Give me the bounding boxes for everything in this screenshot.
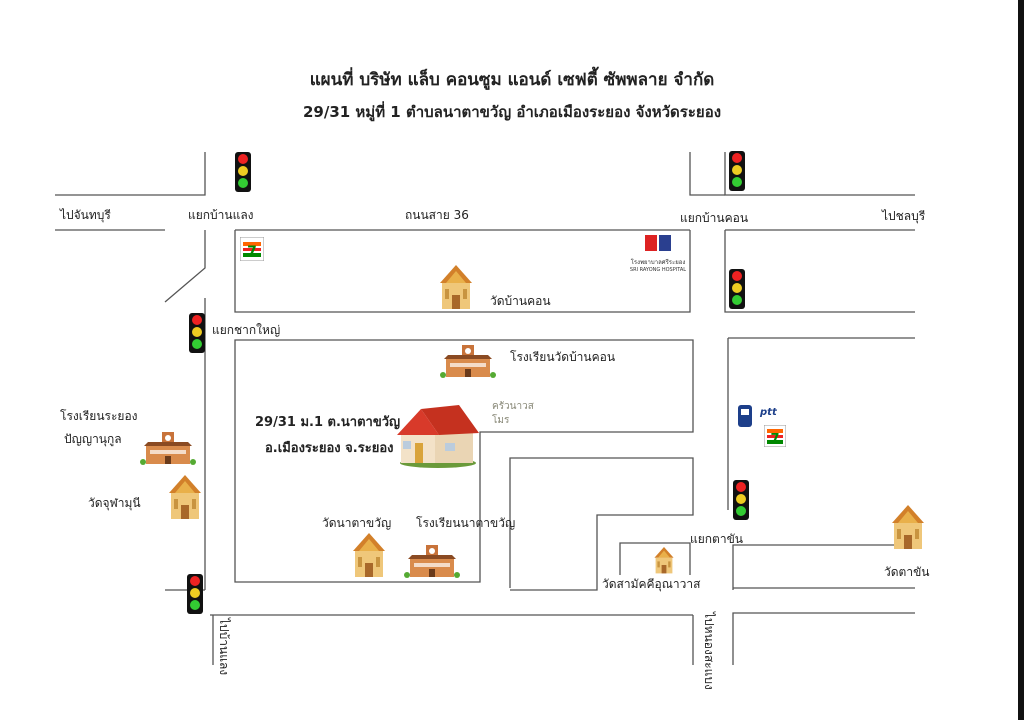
traffic-light-icon: [187, 574, 203, 614]
traffic-light-icon: [189, 313, 205, 353]
label-school-panyanukul: ปัญญานุกูล: [64, 432, 122, 446]
label-to-chonburi: ไปชลบุรี: [882, 209, 926, 223]
hospital-name-en: SRI RAYONG HOSPITAL: [629, 267, 687, 273]
school-icon-na-ta-khwan: [404, 545, 460, 583]
school-icon-rayong-panyanukul: [140, 432, 196, 470]
school-icon-wat-ban-khon: [440, 345, 496, 383]
temple-icon-wat-na-ta-khwan: [349, 533, 389, 583]
map-subtitle: 29/31 หมู่ที่ 1 ตำบลนาตาขวัญ อำเภอเมืองร…: [302, 103, 722, 121]
temple-icon-wat-ban-khon: [436, 265, 476, 315]
temple-icon-wat-chu-muni: [165, 475, 205, 525]
map-title: แผนที่ บริษัท แล็บ คอนซูม แอนด์ เซฟตี้ ซ…: [309, 70, 715, 90]
label-school-wat-ban-khon: โรงเรียนวัดบ้านคอน: [510, 350, 616, 364]
traffic-light-icon: [729, 151, 745, 191]
seven-eleven-logo-icon: 7: [240, 237, 264, 261]
hospital-name-th: โรงพยาบาลศรีระยอง: [630, 259, 686, 266]
traffic-light-icon: [729, 269, 745, 309]
label-chak-yai-junction: แยกชากใหญ่: [212, 323, 281, 337]
company-address-line2: อ.เมืองระยอง จ.ระยอง: [265, 441, 394, 456]
ptt-logo-text: ptt: [760, 407, 777, 418]
ptt-station: ptt: [736, 403, 777, 433]
page-border: [1018, 0, 1024, 720]
label-ban-laeng-junction: แยกบ้านแลง: [188, 208, 254, 222]
label-to-chanthaburi: ไปจันทบุรี: [60, 208, 111, 222]
label-school-na-ta-khwan: โรงเรียนนาตาขวัญ: [416, 516, 516, 530]
hospital-logo-icon: [645, 235, 671, 251]
label-wat-ban-khon: วัดบ้านคอน: [490, 294, 551, 308]
gas-pump-icon: [738, 405, 752, 427]
label-wat-na-ta-khwan: วัดนาตาขวัญ: [322, 516, 392, 530]
temple-icon-wat-ta-khan: [888, 505, 928, 555]
company-address-line1: 29/31 ม.1 ต.นาตาขวัญ: [255, 415, 401, 430]
label-to-nong-sabaeng: ไปหนองสะแบง: [702, 612, 716, 690]
cafe-logo: ครัวนาวสโมร: [492, 401, 534, 426]
label-ta-khan-junction: แยกตาขัน: [690, 532, 743, 546]
label-ban-khon-junction: แยกบ้านคอน: [680, 211, 749, 225]
label-wat-chu-muni: วัดจุฬามุนี: [88, 496, 141, 510]
label-road-36: ถนนสาย 36: [405, 208, 469, 222]
label-school-rayong: โรงเรียนระยอง: [60, 409, 138, 423]
label-wat-samakkhi: วัดสามัคคีอุณาวาส: [602, 577, 701, 591]
label-to-ban-laeng: ไปบ้านแลง: [217, 618, 231, 676]
traffic-light-icon: [235, 152, 251, 192]
sri-rayong-hospital-logo: โรงพยาบาลศรีระยอง SRI RAYONG HOSPITAL: [618, 233, 698, 273]
company-house-icon: [397, 405, 479, 468]
svg-text:7: 7: [770, 432, 779, 447]
seven-eleven-logo-icon: 7: [764, 425, 786, 447]
traffic-light-icon: [733, 480, 749, 520]
label-wat-ta-khan: วัดตาขัน: [884, 565, 930, 579]
svg-text:7: 7: [247, 244, 257, 260]
temple-icon-wat-samakkhi: [652, 547, 676, 579]
